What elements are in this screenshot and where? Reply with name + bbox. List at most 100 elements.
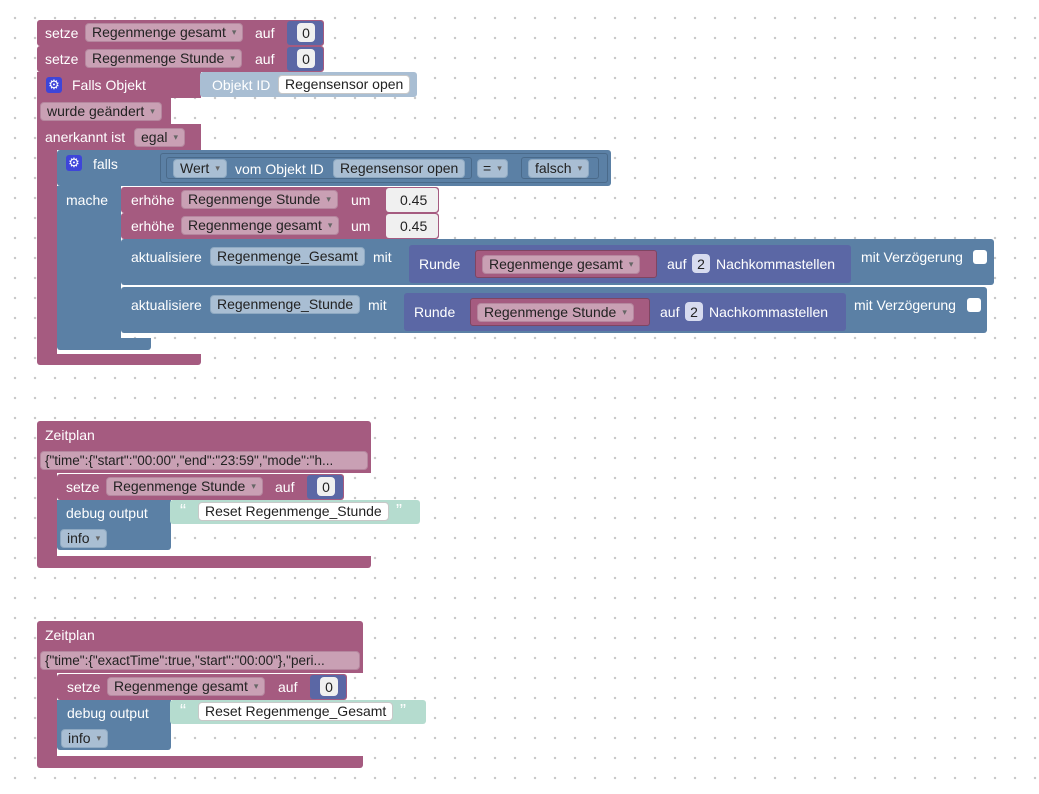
debug-block-row1[interactable] xyxy=(57,500,171,526)
increase-rain-total-block[interactable]: erhöhe Regenmenge gesamt▾ um 0.45 xyxy=(121,213,439,239)
if-block-bottom xyxy=(57,338,151,350)
quote-open-icon: “ xyxy=(180,501,186,521)
chevron-down-icon: ▾ xyxy=(150,106,155,116)
number-block[interactable]: 0 xyxy=(287,21,323,45)
variable-dropdown[interactable]: Regenmenge Stunde▾ xyxy=(85,49,242,68)
update-keyword: aktualisiere xyxy=(131,249,202,265)
update-rain-hour-block[interactable]: aktualisiere Regenmenge_Stunde mit Runde… xyxy=(121,287,987,333)
chevron-down-icon: ▾ xyxy=(215,163,220,173)
text-block[interactable]: “ Reset Regenmenge_Gesamt ” xyxy=(170,700,426,724)
value-dropdown[interactable]: Wert▾ xyxy=(173,159,227,178)
schedule-rail xyxy=(37,673,57,758)
quote-close-icon: ” xyxy=(396,501,402,521)
chevron-down-icon: ▾ xyxy=(231,27,237,37)
number-value[interactable]: 0 xyxy=(317,477,335,496)
object-id-dropdown[interactable]: Regensensor open xyxy=(333,159,466,178)
round-block[interactable]: Runde Regenmenge gesamt▾ auf 2 Nachkomma… xyxy=(409,245,851,283)
number-block[interactable]: 0 xyxy=(307,475,343,499)
number-value[interactable]: 0 xyxy=(297,23,315,42)
set-rain-hour-block[interactable]: setze Regenmenge Stunde▾ auf 0 xyxy=(37,46,324,72)
variable-block[interactable]: Regenmenge gesamt▾ xyxy=(475,250,657,278)
debug-text[interactable]: Reset Regenmenge_Stunde xyxy=(198,502,389,521)
variable-dropdown[interactable]: Regenmenge gesamt▾ xyxy=(85,23,244,42)
set-rain-total-block[interactable]: setze Regenmenge gesamt▾ auf 0 xyxy=(37,20,324,46)
to-keyword: auf xyxy=(278,679,298,695)
delay-checkbox[interactable] xyxy=(967,298,981,312)
decimals-label: Nachkommastellen xyxy=(716,256,836,272)
compare-block[interactable]: Wert▾ vom Objekt ID Regensensor open =▾ … xyxy=(160,153,608,183)
to-keyword: auf xyxy=(660,304,680,320)
round-block[interactable]: Runde Regenmenge Stunde▾ auf 2 Nachkomma… xyxy=(404,293,846,331)
chevron-down-icon: ▾ xyxy=(327,220,333,230)
schedule-title: Zeitplan xyxy=(45,627,95,643)
number-block[interactable]: 0 xyxy=(310,675,346,699)
increment-value[interactable]: 0.45 xyxy=(400,192,428,208)
object-id-value[interactable]: Regensensor open xyxy=(278,75,411,94)
chevron-down-icon: ▾ xyxy=(628,259,634,269)
chevron-down-icon: ▾ xyxy=(497,163,502,173)
text-block[interactable]: “ Reset Regenmenge_Stunde ” xyxy=(170,500,420,524)
number-block[interactable]: 0 xyxy=(287,47,323,71)
by-keyword: um xyxy=(351,192,371,208)
update-rain-total-block[interactable]: aktualisiere Regenmenge_Gesamt mit Runde… xyxy=(121,239,994,285)
operator-dropdown[interactable]: =▾ xyxy=(477,159,508,178)
round-keyword: Runde xyxy=(419,256,461,272)
number-value[interactable]: 0 xyxy=(297,49,315,68)
variable-dropdown[interactable]: Regenmenge gesamt▾ xyxy=(181,216,340,235)
digits-value[interactable]: 2 xyxy=(685,302,703,321)
chevron-down-icon: ▾ xyxy=(326,194,331,204)
with-keyword: mit xyxy=(368,297,387,313)
boolean-dropdown[interactable]: falsch▾ xyxy=(528,159,590,178)
number-value[interactable]: 0 xyxy=(320,677,338,696)
do-label: mache xyxy=(66,192,109,208)
increase-keyword: erhöhe xyxy=(131,218,175,234)
boolean-block[interactable]: falsch▾ xyxy=(521,157,599,179)
increase-keyword: erhöhe xyxy=(131,192,175,208)
set-rain-total-block[interactable]: setze Regenmenge gesamt▾ auf 0 xyxy=(57,674,347,700)
variable-dropdown[interactable]: Regenmenge Stunde▾ xyxy=(106,477,263,496)
number-block[interactable]: 0.45 xyxy=(386,214,438,238)
set-keyword: setze xyxy=(67,679,101,695)
object-id-label: Objekt ID xyxy=(212,77,271,93)
digits-value[interactable]: 2 xyxy=(692,254,710,273)
chevron-down-icon: ▾ xyxy=(230,53,235,63)
ack-dropdown[interactable]: egal▾ xyxy=(134,128,185,147)
chevron-down-icon: ▾ xyxy=(577,163,583,173)
schedule-title: Zeitplan xyxy=(45,427,95,443)
debug-block-row1[interactable] xyxy=(57,700,171,726)
to-keyword: auf xyxy=(255,25,275,41)
variable-dropdown[interactable]: Regenmenge gesamt▾ xyxy=(107,677,266,696)
object-id-block[interactable]: Objekt ID Regensensor open xyxy=(200,72,417,97)
set-keyword: setze xyxy=(45,51,79,67)
set-keyword: setze xyxy=(66,479,100,495)
gear-icon[interactable]: ⚙ xyxy=(46,77,62,93)
set-rain-hour-block[interactable]: setze Regenmenge Stunde▾ auf 0 xyxy=(57,474,344,500)
by-keyword: um xyxy=(351,218,371,234)
log-level-dropdown[interactable]: info▾ xyxy=(61,729,109,748)
ack-label: anerkannt ist xyxy=(45,129,126,145)
schedule-bottom xyxy=(37,756,363,768)
chevron-down-icon: ▾ xyxy=(622,307,627,317)
get-value-block[interactable]: Wert▾ vom Objekt ID Regensensor open xyxy=(166,157,472,179)
object-id-dropdown[interactable]: Regenmenge_Stunde xyxy=(210,295,361,314)
increment-value[interactable]: 0.45 xyxy=(400,218,428,234)
round-keyword: Runde xyxy=(414,304,456,320)
delay-checkbox[interactable] xyxy=(973,250,987,264)
change-mode-dropdown[interactable]: wurde geändert▾ xyxy=(40,102,162,121)
schedule-cron-field[interactable]: {"time":{"exactTime":true,"start":"00:00… xyxy=(40,651,360,670)
log-level-dropdown[interactable]: info▾ xyxy=(60,529,108,548)
number-block[interactable]: 0.45 xyxy=(386,188,438,212)
increase-rain-hour-block[interactable]: erhöhe Regenmenge Stunde▾ um 0.45 xyxy=(121,187,439,213)
schedule-cron-field[interactable]: {"time":{"start":"00:00","end":"23:59","… xyxy=(40,451,368,470)
decimals-label: Nachkommastellen xyxy=(709,304,829,320)
variable-block[interactable]: Regenmenge Stunde▾ xyxy=(470,298,650,326)
gear-icon[interactable]: ⚙ xyxy=(66,155,82,171)
object-id-dropdown[interactable]: Regenmenge_Gesamt xyxy=(210,247,365,266)
trigger-header-row1[interactable] xyxy=(37,72,201,98)
debug-keyword: debug output xyxy=(66,505,148,521)
variable-dropdown[interactable]: Regenmenge Stunde▾ xyxy=(181,190,338,209)
variable-dropdown[interactable]: Regenmenge gesamt▾ xyxy=(482,255,641,274)
debug-text[interactable]: Reset Regenmenge_Gesamt xyxy=(198,702,394,721)
variable-dropdown[interactable]: Regenmenge Stunde▾ xyxy=(477,303,634,322)
with-keyword: mit xyxy=(373,249,392,265)
